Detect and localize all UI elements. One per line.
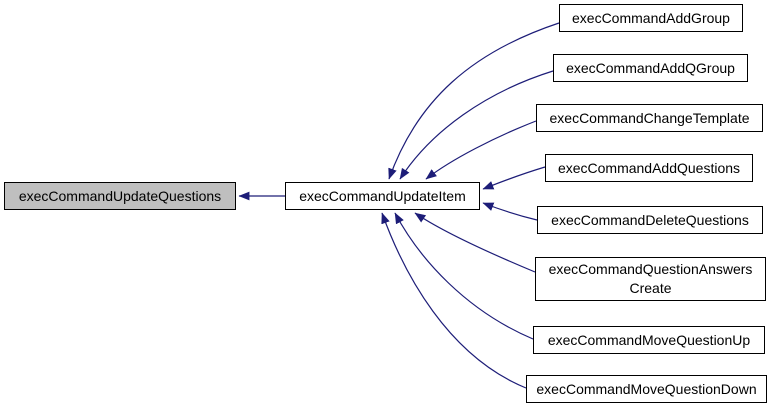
node-execCommandDeleteQuestions[interactable]: execCommandDeleteQuestions xyxy=(537,206,763,234)
edge-moveQuestionDown-to-updateItem xyxy=(381,212,527,389)
node-execCommandAddQGroup[interactable]: execCommandAddQGroup xyxy=(553,54,748,82)
node-execCommandChangeTemplate[interactable]: execCommandChangeTemplate xyxy=(536,104,763,132)
node-execCommandAddGroup[interactable]: execCommandAddGroup xyxy=(559,4,743,32)
node-execCommandUpdateQuestions: execCommandUpdateQuestions xyxy=(4,182,236,210)
node-execCommandMoveQuestionDown[interactable]: execCommandMoveQuestionDown xyxy=(526,375,767,403)
edge-changeTemplate-to-updateItem xyxy=(425,120,537,180)
node-execCommandAddQuestions[interactable]: execCommandAddQuestions xyxy=(545,154,753,182)
edge-addGroup-to-updateItem xyxy=(388,22,560,180)
edge-moveQuestionUp-to-updateItem xyxy=(394,212,534,340)
edge-addQGroup-to-updateItem xyxy=(399,70,554,180)
node-execCommandUpdateItem[interactable]: execCommandUpdateItem xyxy=(285,182,480,210)
node-execCommandQuestionAnswersCreate[interactable]: execCommandQuestionAnswers Create xyxy=(535,257,766,301)
edge-addQuestions-to-updateItem xyxy=(482,166,546,190)
edge-questionAnswersCreate-to-updateItem xyxy=(414,212,536,273)
node-execCommandMoveQuestionUp[interactable]: execCommandMoveQuestionUp xyxy=(533,326,765,354)
edge-deleteQuestions-to-updateItem xyxy=(482,202,538,221)
